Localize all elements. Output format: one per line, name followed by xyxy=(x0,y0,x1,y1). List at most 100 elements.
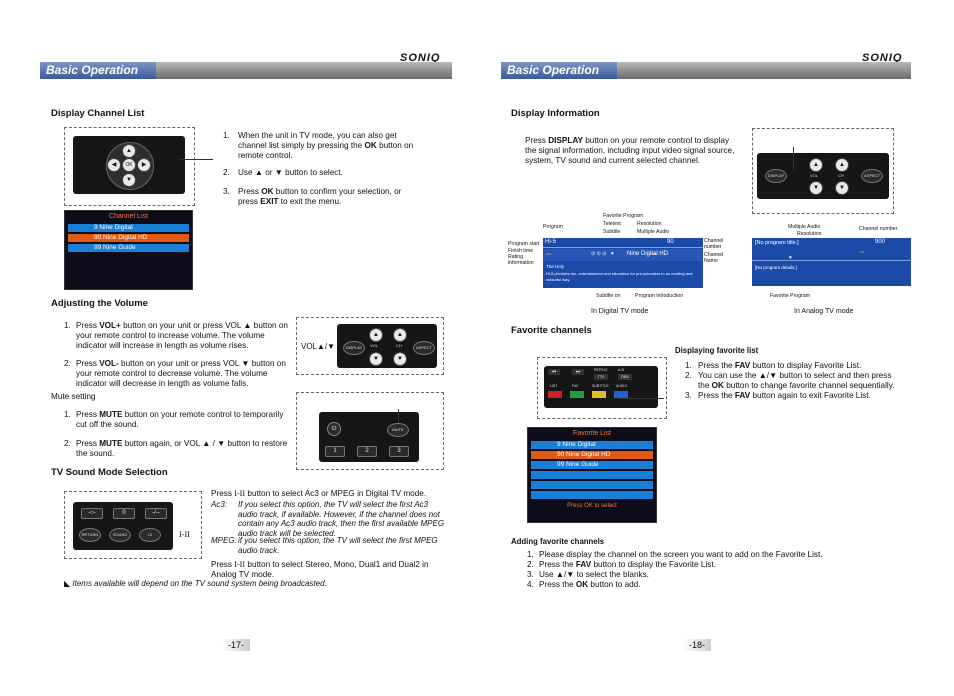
favorite-list-blank[interactable] xyxy=(531,481,653,489)
display-button[interactable]: DISPLAY xyxy=(343,341,365,355)
status-row: •••• ⊙ ⊙ ⊙ ♥ •••• Nine Digital HD xyxy=(543,249,703,261)
step-num: 1. xyxy=(223,131,230,140)
ttx-button[interactable]: TTX xyxy=(594,374,608,380)
label-subtitle-on: Subtitle on xyxy=(596,293,621,299)
vol-up-button[interactable]: ▲ xyxy=(369,328,383,342)
step-1: 1. When the unit in TV mode, you can als… xyxy=(223,131,414,160)
label-program: Program xyxy=(543,224,563,230)
nav-up-button[interactable]: ▲ xyxy=(122,144,136,158)
volume-step-2: 2. Press VOL- button on your unit or pre… xyxy=(64,359,286,388)
favorite-list-item[interactable]: 9 Nine Digital xyxy=(531,441,653,449)
analog-info-screen: [No program title.] 900 ••• ♥ [No progra… xyxy=(752,238,911,286)
adding-fav-steps: 1. Please display the channel on the scr… xyxy=(527,550,867,590)
label-subtitle: Subtitle xyxy=(603,229,621,235)
aspect-button[interactable]: ASPECT xyxy=(861,169,883,183)
analog-channel-number: 900 xyxy=(875,239,886,245)
aspect-button[interactable]: ASPECT xyxy=(413,341,435,355)
favorite-list-blank[interactable] xyxy=(531,491,653,499)
add-step-4: 4.Press the OK button to add. xyxy=(527,580,641,589)
sound-note: ◣ Items available will depend on the TV … xyxy=(64,579,384,589)
callout-line xyxy=(179,159,213,160)
key-3[interactable]: 3 xyxy=(389,446,409,457)
time-info-icon: •••• xyxy=(546,251,552,256)
section-header: Basic Operation xyxy=(501,62,911,79)
vol-down-button[interactable]: ▼ xyxy=(809,181,823,195)
brand-logo: SONIQ xyxy=(400,52,441,64)
channel-list-item[interactable]: 99 Nine Guide xyxy=(68,244,189,252)
power-icon[interactable]: ⏻ xyxy=(327,422,341,436)
note-text: Items available will depend on the TV so… xyxy=(72,579,327,588)
callout-line xyxy=(398,409,399,423)
green-key-button[interactable] xyxy=(570,391,584,398)
repeat-label: REPEAT xyxy=(594,368,608,372)
favorite-list-blank[interactable] xyxy=(531,471,653,479)
blue-key-button[interactable] xyxy=(614,391,628,398)
remote-nav-illustration: ▲ ▼ ◀ ▶ OK xyxy=(64,127,213,206)
vol-down-button[interactable]: ▼ xyxy=(369,352,383,366)
favorite-list-item-selected[interactable]: 90 Nine Digital HD xyxy=(531,451,653,459)
vol-up-button[interactable]: ▲ xyxy=(809,158,823,172)
callout-line xyxy=(618,398,664,399)
step-2: 2. Use ▲ or ▼ button to select. xyxy=(223,168,418,178)
ok-button[interactable]: OK xyxy=(122,158,136,172)
sound-button[interactable]: SOUND xyxy=(109,528,131,542)
key-2[interactable]: 2 xyxy=(357,446,377,457)
heart-icon: ♥ xyxy=(611,251,614,257)
favorite-list-item[interactable]: 99 Nine Guide xyxy=(531,461,653,469)
nav-left-button[interactable]: ◀ xyxy=(107,158,121,172)
remote-body: ⏮ ⏭ REPEAT A-B TTX DEB LIST FAV SUBTITLE… xyxy=(544,366,658,408)
key-0[interactable]: 0 xyxy=(113,508,135,519)
i-ii-button[interactable]: I-II xyxy=(139,528,161,542)
remote-sound-illustration: -○- 0 -/-- RETURN SOUND I-II I-II xyxy=(64,491,202,559)
mpeg-description: MPEG: if you select this option, the TV … xyxy=(211,536,446,555)
vol-label: VOL▲/▼ xyxy=(301,342,336,351)
mute-button[interactable]: MUTE xyxy=(387,423,409,437)
return-button[interactable]: RETURN xyxy=(79,528,101,542)
favorite-list-footer: Press OK to select xyxy=(567,503,617,509)
remote-body: ▲ ▼ ◀ ▶ OK xyxy=(73,136,185,194)
ch-up-button[interactable]: ▲ xyxy=(835,158,849,172)
key-subtitle-dash[interactable]: -○- xyxy=(81,508,103,519)
channel-list-item-selected[interactable]: 90 Nine Digital HD xyxy=(68,234,189,242)
remote-fav-illustration: ⏮ ⏭ REPEAT A-B TTX DEB LIST FAV SUBTITLE… xyxy=(537,357,667,419)
label-favorite-program: Favorite Program xyxy=(603,213,644,219)
key-digit-toggle[interactable]: -/-- xyxy=(145,508,167,519)
prev-icon[interactable]: ⏮ xyxy=(548,369,560,375)
channel-list-item[interactable]: 9 Nine Digital xyxy=(68,224,189,232)
channel-list-steps: 1. When the unit in TV mode, you can als… xyxy=(223,131,418,207)
ch-key-label: CH xyxy=(838,173,844,178)
red-key-button[interactable] xyxy=(548,391,562,398)
channel-list-title: Channel List xyxy=(109,213,148,220)
label-teletext: Teletext xyxy=(603,221,621,227)
display-info-text: Press DISPLAY button on your remote cont… xyxy=(525,136,735,165)
divider xyxy=(543,247,703,248)
brand-logo: SONIQ xyxy=(862,52,903,64)
section-header: Basic Operation xyxy=(40,62,452,79)
ch-up-button[interactable]: ▲ xyxy=(393,328,407,342)
nav-right-button[interactable]: ▶ xyxy=(137,158,151,172)
label-multiple-audio: Multiple Audio xyxy=(637,229,670,235)
favorite-list-title: Favorite List xyxy=(572,430,612,437)
note-arrow-icon: ◣ xyxy=(64,579,71,588)
analog-program-title: [No program title.] xyxy=(755,240,799,246)
analog-program-details: [No program details.] xyxy=(755,265,797,270)
ac3-text: If you select this option, the TV will s… xyxy=(238,500,445,538)
heading-favorite-channels: Favorite channels xyxy=(511,325,592,336)
deb-button[interactable]: DEB xyxy=(618,374,632,380)
status-icons: ⊙ ⊙ ⊙ xyxy=(591,251,607,257)
ch-down-button[interactable]: ▼ xyxy=(393,352,407,366)
list-label: LIST xyxy=(550,384,558,388)
label-channel-name: Channel Name xyxy=(704,252,724,264)
remote-body: DISPLAY ▲ ▲ VOL CH ▼ ▼ ASPECT xyxy=(337,324,437,368)
yellow-key-button[interactable] xyxy=(592,391,606,398)
heart-icon: ♥ xyxy=(789,255,792,261)
ch-down-button[interactable]: ▼ xyxy=(835,181,849,195)
sound-analog-text: Press I-II button to select Stereo, Mono… xyxy=(211,560,429,579)
display-button[interactable]: DISPLAY xyxy=(765,169,787,183)
nav-down-button[interactable]: ▼ xyxy=(122,173,136,187)
step-num: 3. xyxy=(223,187,230,196)
key-1[interactable]: 1 xyxy=(325,446,345,457)
remote-body: -○- 0 -/-- RETURN SOUND I-II xyxy=(73,502,173,550)
next-icon[interactable]: ⏭ xyxy=(572,369,584,375)
label-channel-number: Channel number xyxy=(704,238,724,250)
